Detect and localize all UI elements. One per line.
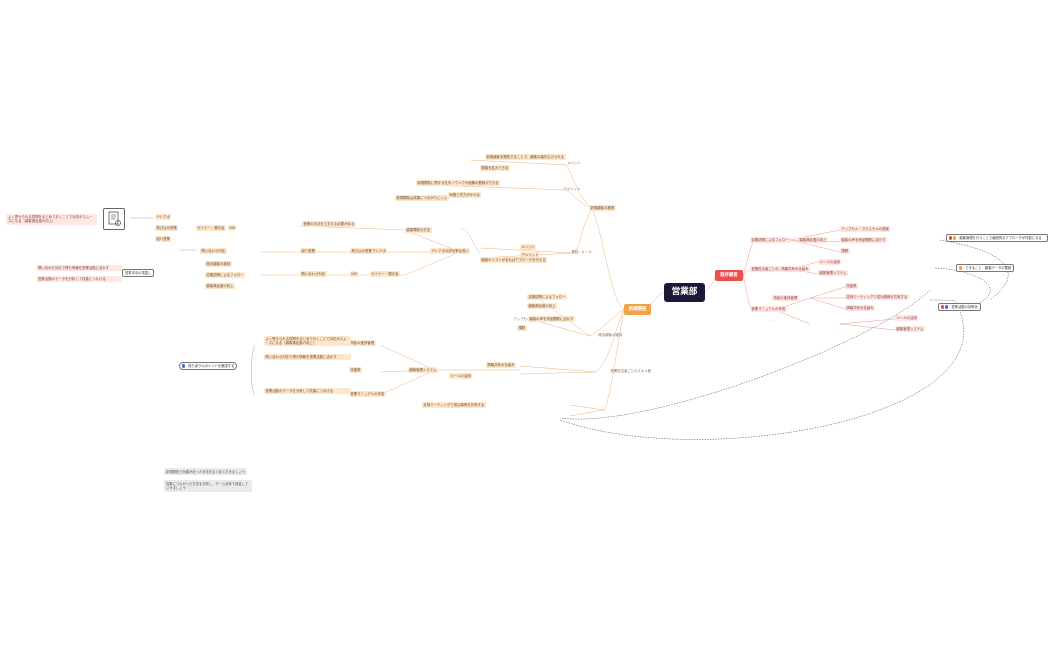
topic-visit[interactable]: 定期訪問によるフォロー <box>527 294 567 300</box>
right-topic-3a[interactable]: 商談の進捗管理 <box>772 295 799 301</box>
topic-dm[interactable]: DM <box>350 271 359 277</box>
topic-phone-merit[interactable]: メリット <box>520 244 537 250</box>
topic-progress[interactable]: 商談の進捗管理 <box>349 340 376 346</box>
topic-skill[interactable]: 営業担当者ごとのスキル差 <box>610 368 652 373</box>
topic-shokai[interactable]: 紹介営業 <box>300 248 317 254</box>
topic-share[interactable]: 情報共有の仕組み <box>486 362 516 368</box>
note-box-1: 新規開拓で効果があった手法をまとめておきましょう <box>164 468 248 476</box>
topic-phone-demerit-2[interactable]: 営業の手法を工夫する必要がある <box>302 221 356 227</box>
topic-phone-demerit-1[interactable]: テレアポの成功率は低い <box>430 248 471 254</box>
callout-review[interactable]: 振り返りのポイントを確認する <box>179 362 238 371</box>
doc-topic-4[interactable]: セミナー・展示会 <box>196 225 226 231</box>
topic-crm[interactable]: 顧客管理システム <box>408 367 438 373</box>
topic-inquiry[interactable]: 問い合わせ対応 <box>300 271 327 277</box>
topic-teleapo[interactable]: テレアポ <box>371 248 388 254</box>
topic-demerit-1[interactable]: 時間と労力がかかる <box>448 192 482 198</box>
topic-demerit[interactable]: デメリット <box>563 186 581 191</box>
right-topic-1a-i[interactable]: アップセル・クロスセルの提案 <box>840 226 891 232</box>
topic-desc-1: よく寄せられる質問をまとめておくことで対応がスムーズになる（顧客満足度の向上） <box>264 336 351 346</box>
callout-review-method[interactable]: 営業手法の見直し <box>122 269 155 278</box>
right-topic-3a-iii[interactable]: 情報共有の仕組み <box>845 305 875 311</box>
topic-seminar[interactable]: セミナー・展示会 <box>370 271 400 277</box>
right-topic-3b-ii[interactable]: 顧客管理システム <box>895 326 925 332</box>
doc-topic-2[interactable]: 飛び込み営業 <box>155 225 179 231</box>
right-topic-1a[interactable]: 顧客満足度の向上 <box>798 237 828 243</box>
branch-right[interactable]: 既存顧客 <box>715 270 743 281</box>
note-box-2: 成果につながった方法を共有し、チーム全体で改善していきましょう <box>164 480 252 492</box>
callout-crm[interactable]: 顧客管理を行うことで継続的なアプローチが可能になる <box>946 234 1048 243</box>
doc-topic-3[interactable]: 紹介営業 <box>155 236 172 242</box>
right-topic-3a-i[interactable]: 改善策 <box>845 283 858 289</box>
doc-topic-7[interactable]: 既存顧客の維持 <box>205 261 232 267</box>
flag-icon <box>959 266 963 270</box>
topic-voice[interactable]: 顧客の声を商品開発に活かす <box>528 316 575 322</box>
topic-demerit-2[interactable]: 新規開拓は成果につながりにくい <box>395 195 449 201</box>
doc-topic-1[interactable]: テレアポ <box>155 214 172 220</box>
right-topic-1[interactable]: 定期訪問によるフォロー <box>750 237 790 243</box>
topic-phone-mail[interactable]: 電話・メール <box>571 249 592 254</box>
topic-improve[interactable]: 改善策 <box>349 367 362 373</box>
right-topic-2a-ii[interactable]: 顧客管理システム <box>818 270 848 276</box>
topic-meeting[interactable]: 定例ミーティングで成功事例を共有する <box>422 402 486 408</box>
doc-topic-8[interactable]: 定期訪問によるフォロー <box>205 272 245 278</box>
right-topic-1a-ii[interactable]: 顧客の声を商品開発に活かす <box>840 237 887 243</box>
left-note-1: よく寄せられる質問をまとめておくことで対応がスムーズになる（顧客満足度の向上） <box>6 214 97 225</box>
topic-merit-2[interactable]: 販路を拡大できる <box>480 165 510 171</box>
document-icon[interactable] <box>103 208 125 230</box>
topic-manual[interactable]: 営業マニュアルの作成 <box>349 391 386 397</box>
branch-left[interactable]: 新規開拓 <box>624 304 651 315</box>
left-note-2: 問い合わせ対応で得た情報を営業活動に活かす <box>36 265 122 272</box>
right-topic-3a-ii[interactable]: 定例ミーティングで成功事例を共有する <box>845 294 909 300</box>
doc-topic-6[interactable]: 問い合わせ対応 <box>200 248 227 254</box>
topic-merit-3[interactable]: 新規開拓に関する社内ノウハウや経験の蓄積ができる <box>416 180 501 186</box>
priority-icon <box>949 236 957 240</box>
right-topic-3[interactable]: 営業マニュアルの作成 <box>750 306 787 312</box>
topic-desc-3: 営業活動のデータを分析して改善につなげる <box>264 388 351 394</box>
right-topic-2a-i[interactable]: ツールの活用 <box>818 259 842 265</box>
callout-efficiency[interactable]: 営業活動の効率化 <box>938 303 981 312</box>
doc-topic-5[interactable]: DM <box>228 225 237 231</box>
callout-can-do[interactable]: できること：顧客データの蓄積 <box>956 264 1015 273</box>
right-topic-2[interactable]: 営業担当者ごとのスキル差 <box>750 266 794 272</box>
right-topic-3b[interactable] <box>772 320 775 322</box>
topic-merit-1[interactable]: 新規顧客を開拓することで、顧客の幅を広げられる <box>485 154 566 160</box>
root-node[interactable]: 営業部 <box>664 283 705 302</box>
topic-phone-demerit[interactable]: デメリット <box>520 252 540 258</box>
right-topic-3b-i[interactable]: ツールの活用 <box>895 315 919 321</box>
right-topic-1a-iii[interactable]: 課題 <box>840 248 850 254</box>
topic-satisfaction[interactable]: 顧客満足度の向上 <box>527 303 557 309</box>
doc-topic-9[interactable]: 顧客満足度の向上 <box>205 283 235 289</box>
topic-phone-merit-1[interactable]: 顧客のリストがあればアプローチを行える <box>480 257 548 263</box>
topic-tobikomi[interactable]: 飛び込み営業 <box>350 248 374 254</box>
right-topic-2a[interactable]: 情報共有の仕組み <box>780 266 810 272</box>
topic-maintain[interactable]: 既存顧客の維持 <box>598 332 623 337</box>
star-icon <box>941 305 949 309</box>
topic-tool[interactable]: ツールの活用 <box>449 373 473 379</box>
left-note-3: 営業活動のデータを分析して改善につなげる <box>36 276 122 283</box>
info-icon <box>182 364 186 368</box>
topic-merit[interactable]: メリット <box>567 160 581 165</box>
topic-method[interactable]: 顧客開拓の方法 <box>405 227 432 233</box>
topic-new-customer[interactable]: 新規顧客の獲得 <box>589 205 616 211</box>
topic-desc-2: 問い合わせ対応で得た情報を営業活動に活かす <box>264 354 351 360</box>
topic-issue[interactable]: 課題 <box>517 325 527 331</box>
